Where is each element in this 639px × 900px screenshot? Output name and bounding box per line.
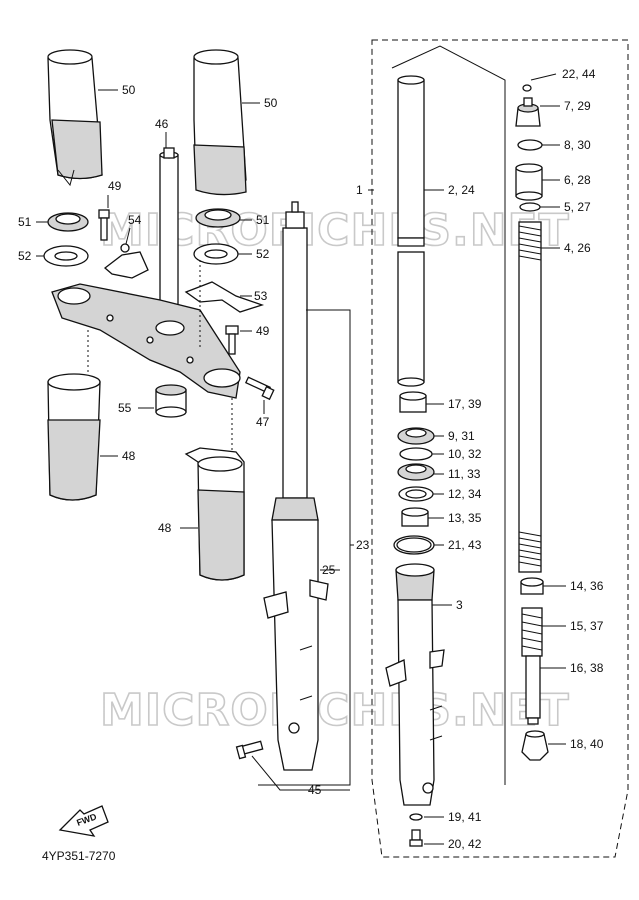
label-51-left: 51 [18, 215, 32, 229]
label-16-38: 16, 38 [570, 661, 604, 675]
dust-seal-11-33[interactable] [397, 463, 435, 481]
label-12-34: 12, 34 [448, 487, 482, 501]
label-4-26: 4, 26 [564, 241, 591, 255]
label-1: 1 [356, 183, 363, 197]
damper-bolt-20-42[interactable] [409, 829, 423, 847]
bracket-23 [258, 309, 351, 786]
axle-pinch-bolt-45[interactable] [235, 740, 264, 760]
label-47: 47 [256, 415, 270, 429]
oil-seal-51-left[interactable] [47, 212, 89, 232]
label-55: 55 [118, 401, 132, 415]
label-50-left: 50 [122, 83, 136, 97]
label-7-29: 7, 29 [564, 99, 591, 113]
label-20-42: 20, 42 [448, 837, 482, 851]
cap-bolt-7-29[interactable] [515, 97, 541, 127]
fork-cover-48-left[interactable] [47, 373, 101, 501]
label-2-24: 2, 24 [448, 183, 475, 197]
o-ring-21-43[interactable] [393, 535, 435, 555]
label-48-right: 48 [158, 521, 172, 535]
ball-race-55[interactable] [155, 384, 187, 418]
piston-ring-14-36[interactable] [520, 577, 544, 595]
steering-stem[interactable] [159, 147, 179, 326]
pinch-bolt-47[interactable] [244, 376, 275, 401]
label-6-28: 6, 28 [564, 173, 591, 187]
fork-cover-48-right[interactable] [184, 447, 245, 581]
label-19-41: 19, 41 [448, 810, 482, 824]
label-50-right: 50 [264, 96, 278, 110]
cable-guide-54[interactable] [103, 243, 149, 279]
inner-tube-2-24[interactable] [397, 75, 425, 387]
label-48-left: 48 [122, 449, 136, 463]
washer-52-left[interactable] [43, 245, 89, 267]
label-11-33: 11, 33 [448, 467, 481, 481]
label-25: 25 [322, 563, 336, 577]
label-45: 45 [308, 783, 322, 797]
retaining-clip-10-32[interactable] [399, 447, 433, 461]
spacer-6-28[interactable] [515, 163, 543, 201]
diagram-code: 4YP351-7270 [42, 849, 116, 863]
oil-seal-9-31[interactable] [397, 427, 435, 445]
label-14-36: 14, 36 [570, 579, 604, 593]
label-49-upper: 49 [108, 179, 122, 193]
fork-spring-4-26[interactable] [518, 221, 542, 573]
label-52-left: 52 [18, 249, 32, 263]
label-46: 46 [155, 117, 169, 131]
o-ring-8-30[interactable] [517, 139, 543, 151]
label-53: 53 [254, 289, 268, 303]
label-8-30: 8, 30 [564, 138, 591, 152]
washer-5-27[interactable] [519, 202, 541, 212]
fork-top-bracket-line [391, 45, 506, 785]
label-51-right: 51 [256, 213, 270, 227]
outer-tube-3[interactable] [385, 563, 445, 806]
label-3: 3 [456, 598, 463, 612]
bolt-49-lower[interactable] [225, 325, 239, 355]
forward-direction-arrow: FWD [58, 805, 109, 837]
label-22-44: 22, 44 [562, 67, 596, 81]
label-17-39: 17, 39 [448, 397, 482, 411]
oil-seal-51-right[interactable] [195, 208, 241, 228]
gasket-19-41[interactable] [409, 813, 423, 821]
under-bracket[interactable] [51, 283, 241, 399]
slide-metal-17-39[interactable] [399, 391, 427, 413]
rebound-spring-15-37[interactable] [521, 607, 543, 657]
label-5-27: 5, 27 [564, 200, 591, 214]
label-52-right: 52 [256, 247, 270, 261]
label-49-lower: 49 [256, 324, 270, 338]
damper-rod-16-38[interactable] [525, 655, 541, 725]
label-9-31: 9, 31 [448, 429, 475, 443]
washer-52-right[interactable] [193, 243, 239, 265]
label-18-40: 18, 40 [570, 737, 604, 751]
fork-boot-right[interactable] [193, 49, 247, 196]
label-13-35: 13, 35 [448, 511, 482, 525]
label-54: 54 [128, 213, 142, 227]
fork-boot-left[interactable] [47, 49, 103, 187]
cap-bolt-22-44[interactable] [522, 84, 532, 92]
fork-leg-group-outline [371, 39, 629, 858]
label-15-37: 15, 37 [570, 619, 604, 633]
brake-hose-holder-53[interactable] [184, 281, 265, 313]
label-10-32: 10, 32 [448, 447, 482, 461]
slide-metal-13-35[interactable] [401, 507, 429, 527]
washer-12-34[interactable] [398, 486, 434, 502]
label-21-43: 21, 43 [448, 538, 482, 552]
bolt-49-upper[interactable] [98, 209, 110, 241]
watermark-bottom: MICROFICHES.NET [100, 685, 570, 736]
oil-lock-piece-18-40[interactable] [521, 730, 549, 761]
label-23: 23 [356, 538, 370, 552]
fork-assembly-23[interactable] [263, 201, 329, 771]
